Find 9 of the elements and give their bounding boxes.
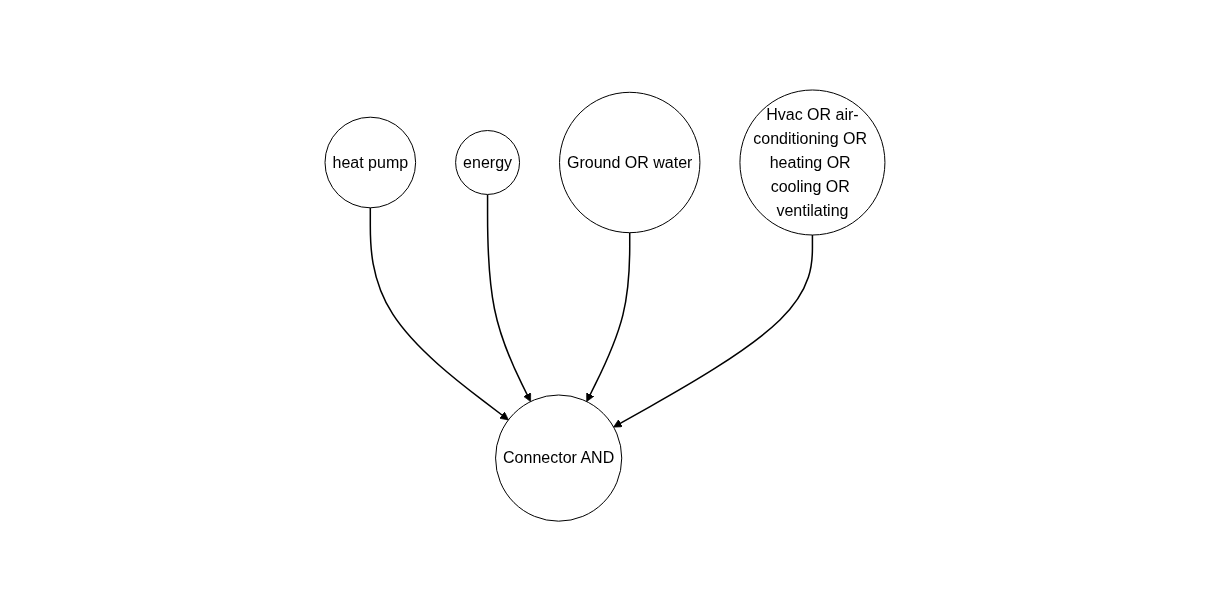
node-circle: energy xyxy=(455,130,521,196)
node-circle: Ground OR water xyxy=(559,92,701,234)
arrow xyxy=(613,234,814,428)
arrow xyxy=(369,207,509,421)
arrow xyxy=(486,194,532,403)
node-circle: heat pump xyxy=(324,117,417,209)
node-circle: Connector AND xyxy=(495,394,623,523)
node-circle: Hvac OR air-conditioning OR heating OR cooling OR ventilating xyxy=(739,89,886,236)
arrow xyxy=(586,232,631,403)
